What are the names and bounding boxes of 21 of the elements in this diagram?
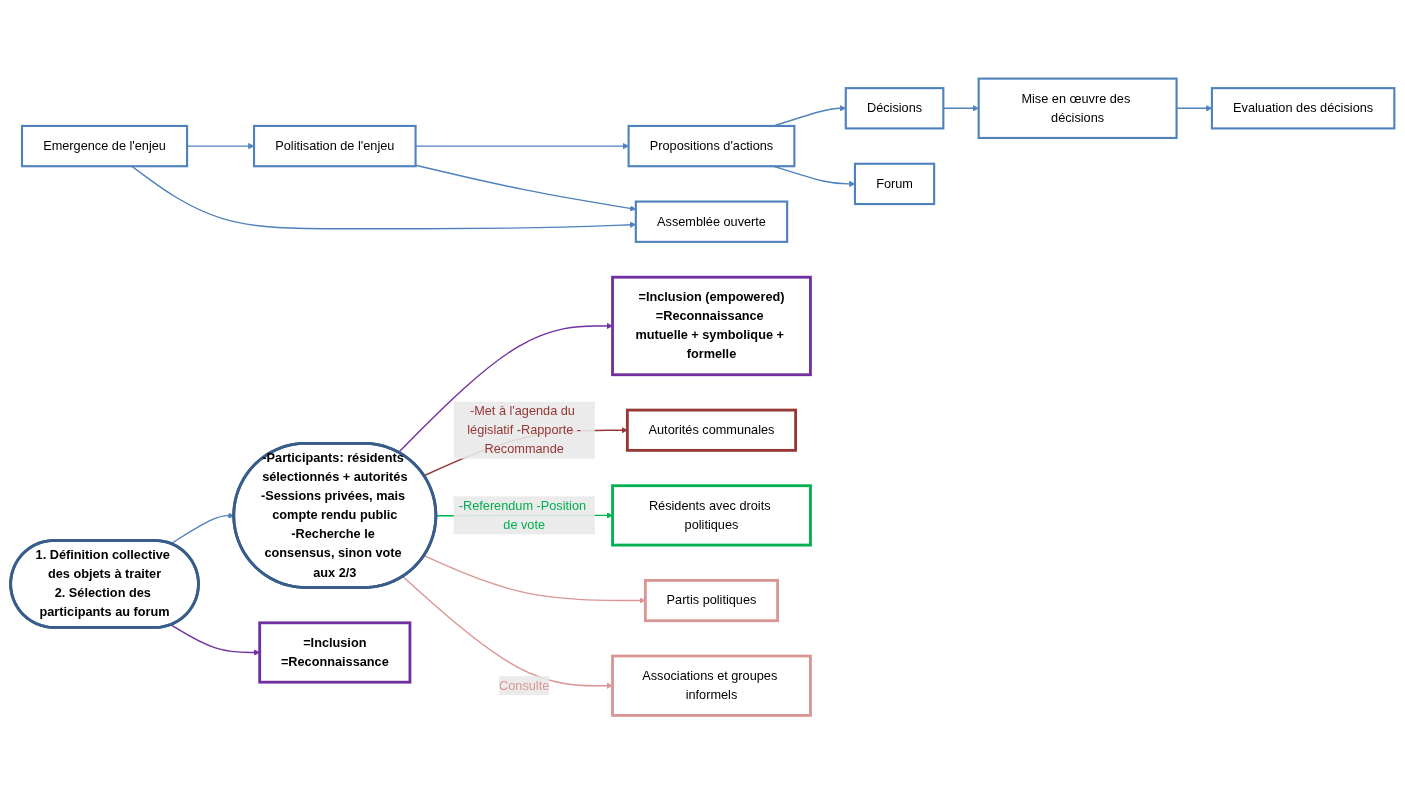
node-box: Associations et groupes informels [611,654,812,717]
node-box: Décisions [844,87,945,130]
edge-label: -Met à l'agenda du législatif -Rapporte -Recommande [467,403,582,457]
node-box: Assemblée ouverte [634,200,789,243]
node-box: =Inclusion =Reconnaissance [258,621,412,684]
node-box: Politisation de l'enjeu [253,124,417,168]
arrow [170,624,260,656]
node-box: =Inclusion (empowered) =Reconnaissance mutuelle + symbolique + formelle [611,275,812,377]
node-box: Forum [853,162,936,206]
arrow [402,575,613,689]
node-box: Propositions d'actions [627,124,796,168]
arrow [423,555,646,604]
edge-label: Consulte [499,678,550,693]
arrow [397,322,613,454]
node-box: Autorités communales [625,408,798,452]
node-box: Emergence de l'enjeu [20,124,189,168]
edge-label: -Referendum -Position de vote [458,498,587,532]
node-box: Partis politiques [643,579,779,623]
node-box: Evaluation des décisions [1210,87,1396,130]
node-box: Résidents avec droits politiques [611,484,812,547]
node-box: Mise en œuvre des décisions [977,77,1178,139]
